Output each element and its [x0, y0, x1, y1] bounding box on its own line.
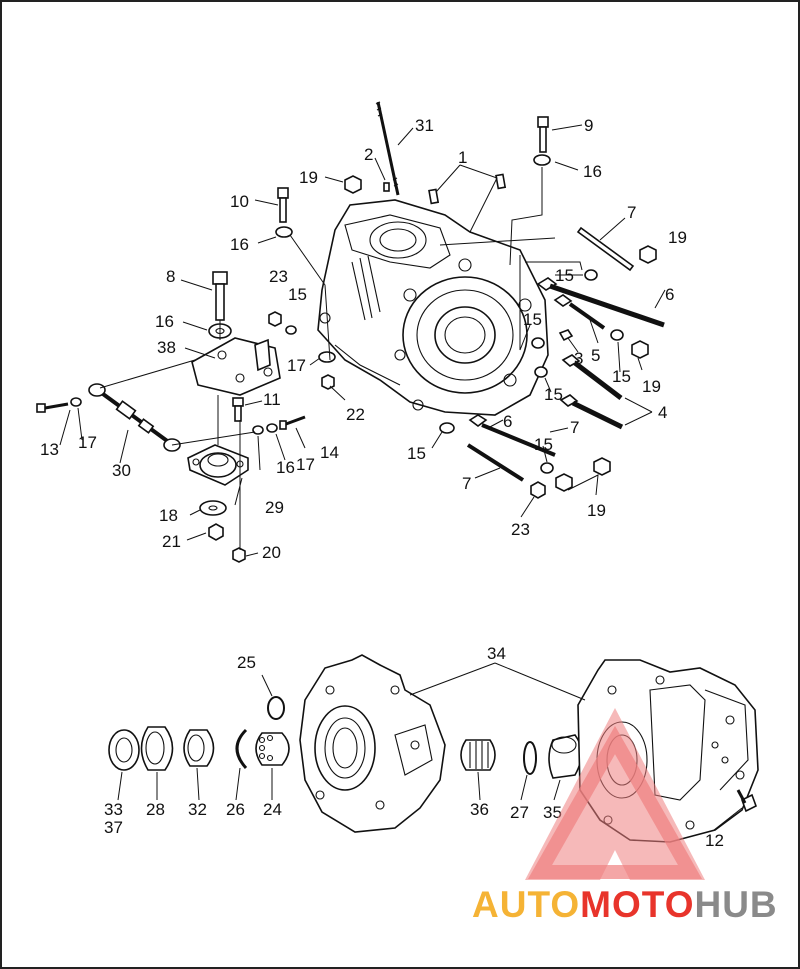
- callout-7: 7: [570, 418, 579, 437]
- callout-31: 31: [415, 116, 434, 135]
- callout-2: 2: [364, 145, 373, 164]
- callout-16: 16: [155, 312, 174, 331]
- callout-10: 10: [230, 192, 249, 211]
- upper-assembly: [36, 101, 665, 563]
- left-case-half-34: [299, 654, 446, 833]
- callout-3: 3: [574, 349, 583, 368]
- callout-24: 24: [263, 800, 282, 819]
- callout-23: 23: [269, 267, 288, 286]
- callout-15: 15: [534, 435, 553, 454]
- leader-lines-lower: [117, 662, 743, 831]
- callout-37: 37: [104, 818, 123, 837]
- callout-8: 8: [166, 267, 175, 286]
- callout-23: 23: [511, 520, 530, 539]
- callout-16: 16: [230, 235, 249, 254]
- callout-15: 15: [544, 385, 563, 404]
- callout-7: 7: [462, 474, 471, 493]
- callout-18: 18: [159, 506, 178, 525]
- bracket-38: [191, 337, 281, 396]
- tie-rod-30: [88, 383, 181, 452]
- callout-14: 14: [320, 443, 339, 462]
- callout-32: 32: [188, 800, 207, 819]
- callout-9: 9: [584, 116, 593, 135]
- callout-35: 35: [543, 803, 562, 822]
- callout-28: 28: [146, 800, 165, 819]
- callout-19: 19: [587, 501, 606, 520]
- crankcase-housing: [317, 199, 549, 416]
- callout-26: 26: [226, 800, 245, 819]
- callout-15: 15: [407, 444, 426, 463]
- callout-22: 22: [346, 405, 365, 424]
- callout-12: 12: [705, 831, 724, 850]
- callout-15: 15: [523, 310, 542, 329]
- callout-11: 11: [263, 390, 281, 409]
- stud-31: [375, 101, 400, 196]
- callout-15: 15: [555, 266, 574, 285]
- callout-16: 16: [276, 458, 295, 477]
- bolt-9: [537, 116, 549, 153]
- watermark-triangle: [525, 708, 705, 880]
- callout-16: 16: [583, 162, 602, 181]
- callout-29: 29: [265, 498, 284, 517]
- callout-36: 36: [470, 800, 489, 819]
- callout-15: 15: [288, 285, 307, 304]
- callout-labels: 31 2 1 19 9 16 10 16 7 19 8 23 15 15 6 1…: [40, 116, 724, 850]
- watermark: AUTOMOTOHUB: [472, 708, 778, 925]
- callout-5: 5: [591, 346, 600, 365]
- callout-4: 4: [658, 403, 667, 422]
- callout-19: 19: [299, 168, 318, 187]
- callout-25: 25: [237, 653, 256, 672]
- callout-6: 6: [665, 285, 674, 304]
- callout-34: 34: [487, 644, 506, 663]
- callout-17: 17: [78, 433, 97, 452]
- right-bolts: [466, 226, 665, 482]
- callout-20: 20: [262, 543, 281, 562]
- callout-17: 17: [287, 356, 306, 375]
- callout-27: 27: [510, 803, 529, 822]
- callout-33: 33: [104, 800, 123, 819]
- engine-mount-29: [187, 444, 249, 486]
- callout-7: 7: [627, 203, 636, 222]
- leader-lines-upper: [59, 124, 666, 557]
- callout-19: 19: [642, 377, 661, 396]
- callout-17: 17: [296, 455, 315, 474]
- watermark-text: AUTOMOTOHUB: [472, 884, 778, 925]
- callout-21: 21: [162, 532, 181, 551]
- callout-13: 13: [40, 440, 59, 459]
- callout-1: 1: [458, 148, 467, 167]
- callout-6: 6: [503, 412, 512, 431]
- callout-19: 19: [668, 228, 687, 247]
- callout-30: 30: [112, 461, 131, 480]
- callout-15: 15: [612, 367, 631, 386]
- callout-38: 38: [157, 338, 176, 357]
